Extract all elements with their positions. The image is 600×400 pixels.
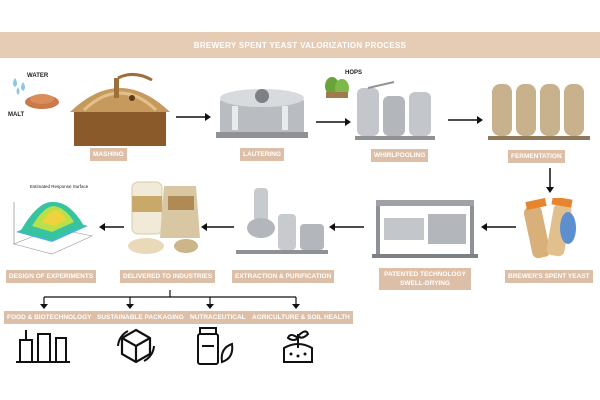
mash-tun-image <box>70 73 170 146</box>
arrow-spent-yeast-to-drying <box>481 223 516 231</box>
industry-agriculture-label: AGRICULTURE & SOIL HEALTH <box>249 311 353 324</box>
arrow-lautering-to-whirlpooling <box>316 118 351 126</box>
recycle-box-icon <box>117 328 155 364</box>
step-whirlpooling-label: WHIRLPOOLING <box>371 149 429 162</box>
plot-title: Estimated Response Surface <box>30 184 89 189</box>
water-drops-icon <box>13 78 25 95</box>
lauter-tun-image <box>216 89 308 138</box>
soil-plant-icon <box>283 330 313 363</box>
industry-food-biotech-label: FOOD & BIOTECHNOLOGY <box>4 311 95 324</box>
response-surface-plot <box>13 201 93 255</box>
arrow-delivered-to-doe <box>99 223 124 231</box>
step-spent-yeast-label: BREWER'S SPENT YEAST <box>505 270 593 283</box>
extraction-plant-image <box>236 188 328 254</box>
malt-label: MALT <box>8 112 25 118</box>
hops-label: HOPS <box>345 70 363 76</box>
swell-drying-plant-image <box>372 200 478 258</box>
step-doe-label: DESIGN OF EXPERIMENTS <box>6 270 97 283</box>
hops-image <box>325 77 349 98</box>
arrow-fermentation-to-spent-yeast <box>546 168 554 193</box>
supplement-bottle-icon <box>197 327 234 365</box>
step-fermentation-label: FERMENTATION <box>508 150 565 163</box>
arrow-drying-to-extraction <box>329 223 364 231</box>
water-label: WATER <box>27 73 49 79</box>
arrow-mashing-to-lautering <box>176 113 211 121</box>
page-title: BREWERY SPENT YEAST VALORIZATION PROCESS <box>193 40 407 50</box>
industry-nutraceutical-label: NUTRACEUTICAL <box>187 311 249 324</box>
arrow-whirlpooling-to-fermentation <box>448 116 483 124</box>
products-image <box>128 181 200 254</box>
arrow-extraction-to-delivered <box>201 223 234 231</box>
step-delivered-label: DELIVERED TO INDUSTRIES <box>120 270 216 283</box>
malt-pile-image <box>25 94 59 109</box>
fermentation-tanks-image <box>488 84 590 140</box>
title-banner: BREWERY SPENT YEAST VALORIZATION PROCESS <box>0 32 600 58</box>
step-extraction-label: EXTRACTION & PURIFICATION <box>232 270 335 283</box>
step-swell-drying-label: PATENTED TECHNOLOGY SWELL-DRYING <box>379 268 471 290</box>
industry-packaging-label: SUSTAINABLE PACKAGING <box>94 311 187 324</box>
step-lautering-label: LAUTERING <box>240 148 284 161</box>
industries-bracket <box>40 290 300 309</box>
brewery-equipment-icon <box>16 330 70 363</box>
whirlpool-tanks-image <box>355 81 435 140</box>
step-mashing-label: MASHING <box>90 148 127 161</box>
spent-yeast-tubes-image <box>523 198 576 259</box>
